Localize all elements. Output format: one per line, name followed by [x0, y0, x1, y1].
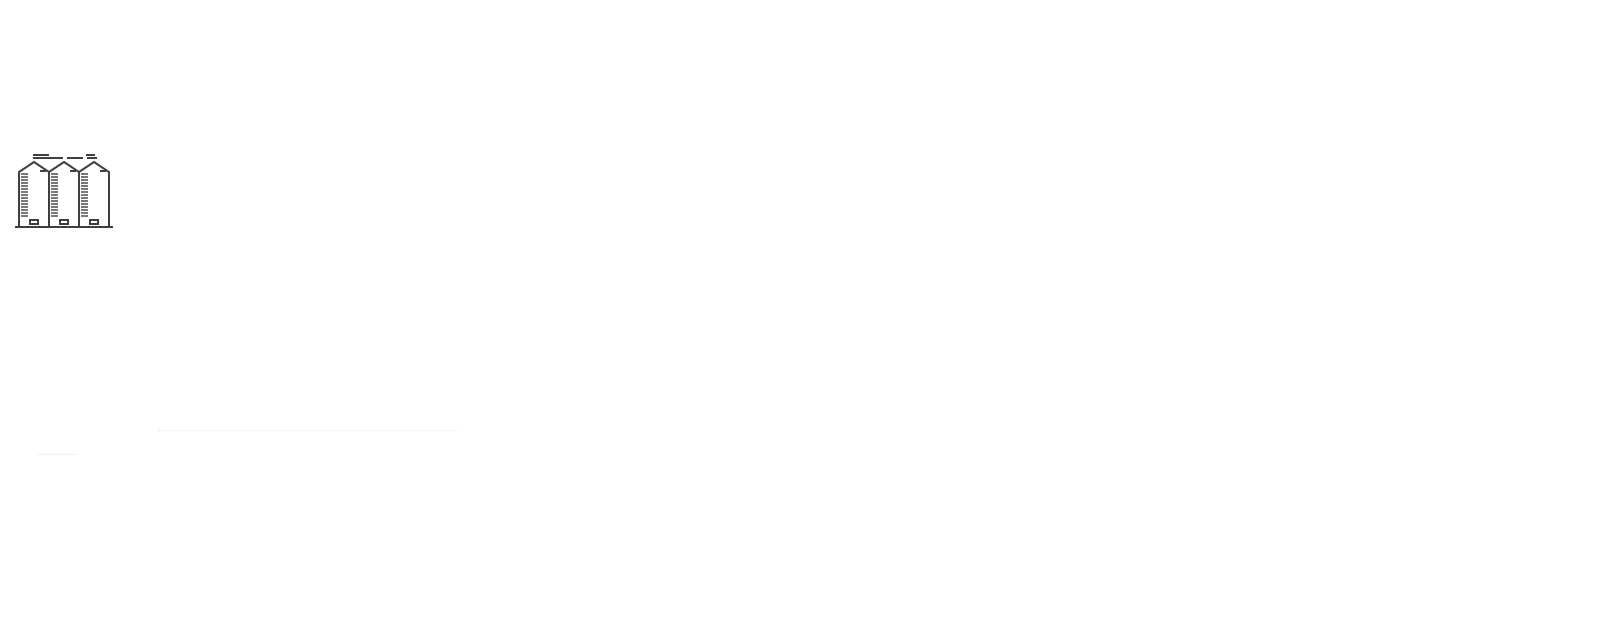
divider-line [158, 430, 458, 431]
grain-silos-icon [15, 154, 113, 228]
short-divider-line [38, 454, 76, 455]
